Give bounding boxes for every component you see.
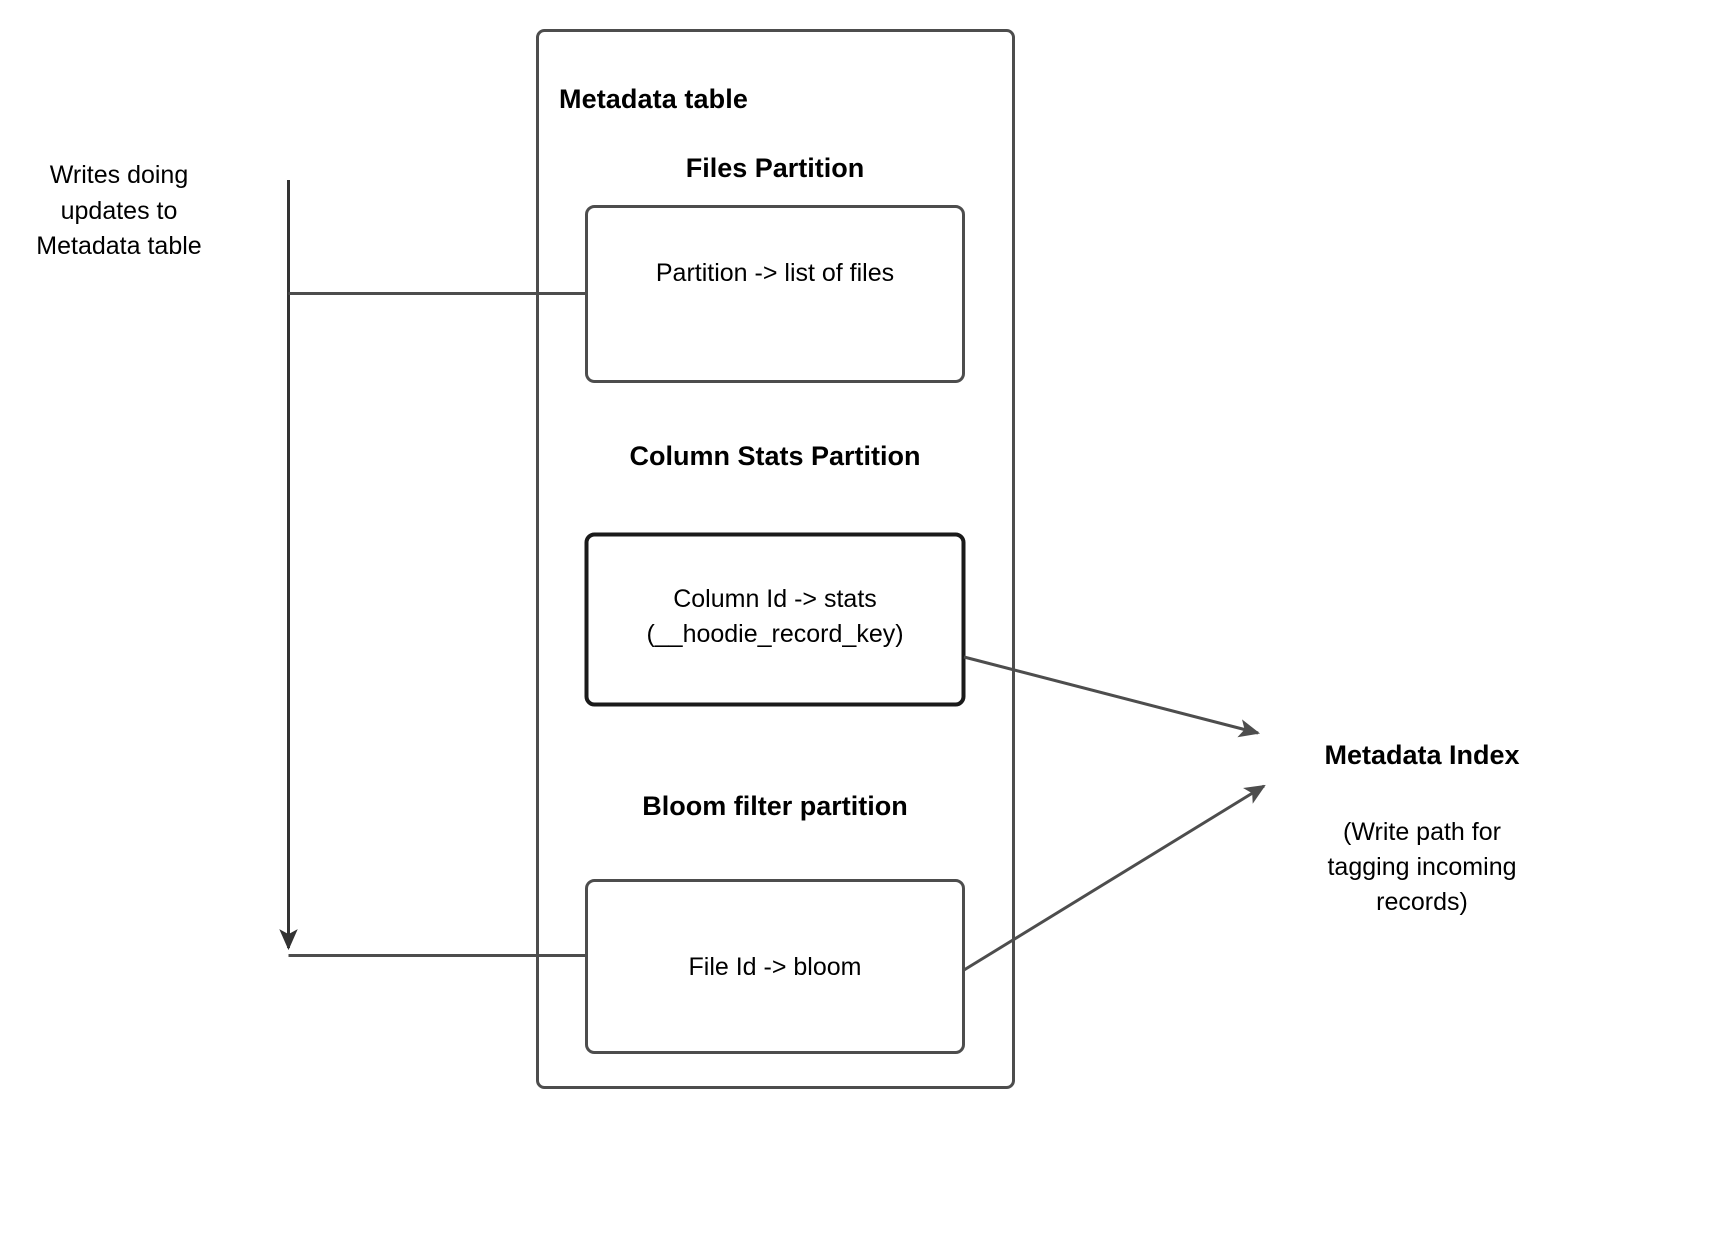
files-partition-box <box>585 205 965 383</box>
writes-note-label: Writes doing updates to Metadata table <box>36 161 202 260</box>
metadata-index-title: Metadata Index <box>1324 740 1520 770</box>
metadata-index-caption: (Write path for tagging incoming records… <box>1327 818 1517 916</box>
files-partition-title: Files Partition <box>685 153 865 183</box>
column-stats-partition-title: Column Stats Partition <box>629 441 921 471</box>
column-stats-to-index-arrow <box>963 655 1261 738</box>
files-partition-box-label: Partition -> list of files <box>655 259 895 287</box>
metadata-table-container <box>536 29 1015 1089</box>
metadata-table-title: Metadata table <box>559 84 748 114</box>
column-stats-box-label: Column Id -> stats (__hoodie_record_key) <box>646 585 904 648</box>
bloom-filter-box-label: File Id -> bloom <box>688 953 862 981</box>
bloom-filter-partition-title: Bloom filter partition <box>642 791 908 821</box>
bloom-to-index-arrow <box>963 784 1266 972</box>
